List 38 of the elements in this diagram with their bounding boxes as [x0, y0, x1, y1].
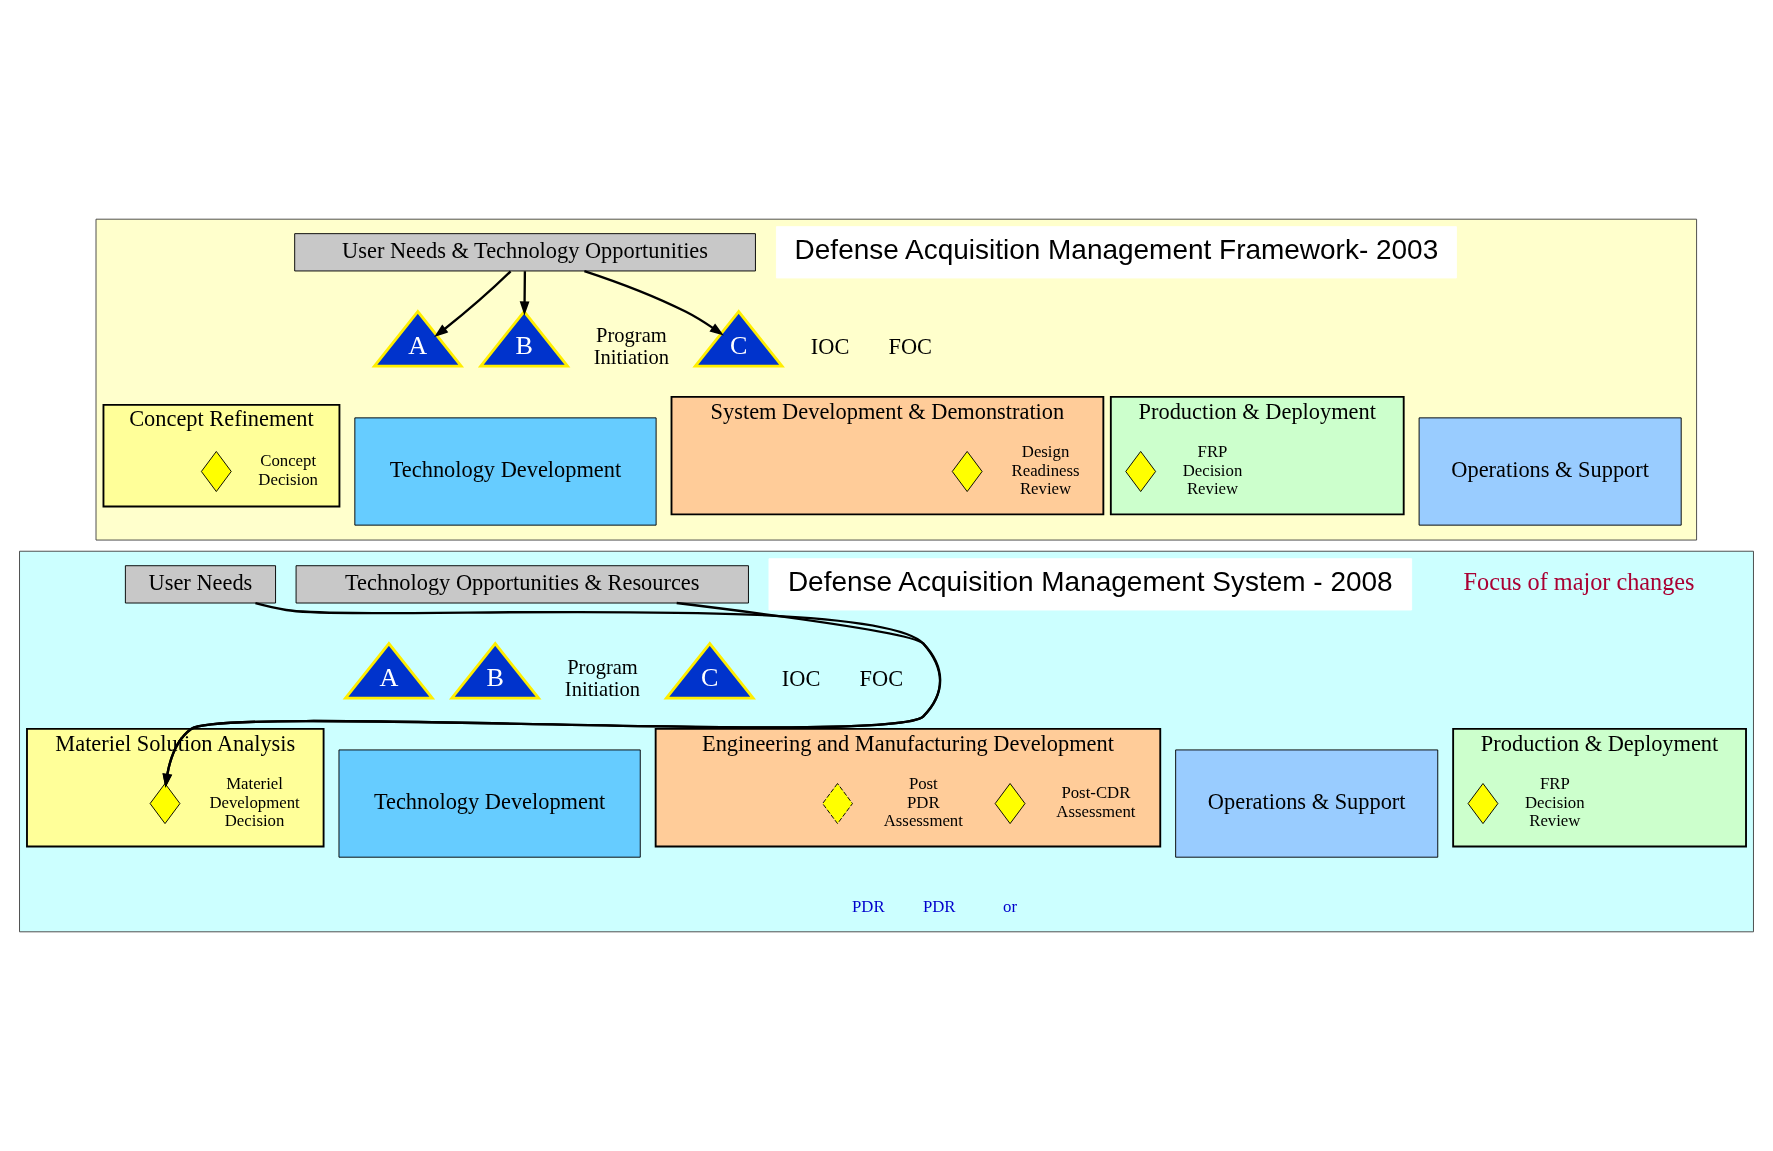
node-label: Post-CDR Assessment — [1056, 783, 1136, 821]
node-box: User Needs — [124, 565, 276, 604]
label: Focus of major changes — [1463, 568, 1695, 596]
arrow — [584, 269, 724, 336]
node-label: Program Initiation — [564, 656, 641, 701]
node-box: Technology Development — [338, 749, 641, 858]
label: IOC — [810, 333, 850, 359]
node-box: Technology Development — [354, 417, 657, 526]
node-label: Design Readiness Review — [1011, 441, 1080, 499]
node-label: FRP Decision Review — [1182, 441, 1243, 499]
node-box: Operations & Support — [1418, 417, 1682, 526]
cluster — [19, 550, 1754, 933]
node-box: Defense Acquisition Management Framework- 2003 — [775, 226, 1457, 279]
node-diamond — [149, 783, 181, 825]
label: or — [1003, 896, 1018, 916]
node-diamond — [951, 451, 983, 492]
node-diamond — [1125, 451, 1157, 492]
node-label: Materiel Development Decision — [209, 774, 300, 831]
node-box: Operations & Support — [1175, 749, 1439, 858]
label: PDR — [922, 896, 956, 916]
node-diamond — [994, 783, 1026, 825]
node-label: FRP Decision Review — [1525, 774, 1585, 831]
label: PDR — [852, 896, 885, 916]
arrow — [434, 270, 512, 338]
node-box: Defense Acquisition Management System - 2008 — [768, 558, 1413, 611]
cluster — [95, 218, 1698, 541]
label: FOC — [859, 665, 904, 691]
arrow — [519, 271, 530, 316]
node-diamond — [1467, 783, 1499, 825]
label: IOC — [781, 665, 821, 691]
node-box: User Needs & Technology Opportunities — [294, 233, 756, 272]
node-box: Technology Opportunities & Resources — [295, 565, 749, 604]
node-label: Program Initiation — [593, 323, 669, 369]
node-diamond — [200, 451, 232, 492]
node-label: Post PDR Assessment — [883, 774, 963, 831]
label: FOC — [888, 333, 933, 359]
node-diamond — [822, 783, 853, 825]
node-label: Concept Decision — [258, 451, 318, 489]
